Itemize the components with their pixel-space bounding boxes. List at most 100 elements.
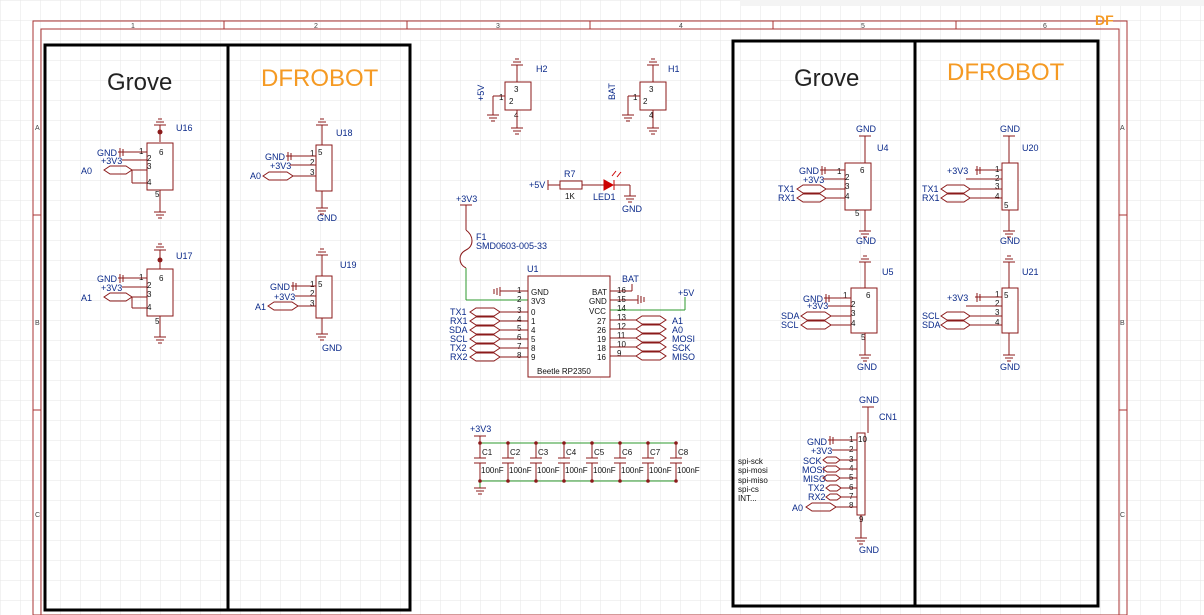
svg-text:3: 3 xyxy=(310,299,315,308)
svg-text:MOSI: MOSI xyxy=(802,465,825,475)
svg-text:5: 5 xyxy=(531,335,536,344)
right-dfrobot-box xyxy=(913,39,1100,608)
ruler-row-a-left: A xyxy=(35,125,40,132)
svg-text:18: 18 xyxy=(597,344,606,353)
capacitor-c5[interactable]: C5 100nF xyxy=(586,441,616,483)
u18-component[interactable]: U18 1 2 3 5 GND GND +3V3 A0 xyxy=(250,118,353,223)
u1-name: Beetle RP2350 xyxy=(537,367,591,376)
svg-text:1: 1 xyxy=(310,280,315,289)
f1-value: SMD0603-005-33 xyxy=(476,241,547,251)
svg-text:6: 6 xyxy=(866,291,871,300)
u5-component[interactable]: U5 1 2 3 4 5 6 GND GND +3V3 SDA SCL xyxy=(781,255,894,372)
cn1-ref: CN1 xyxy=(879,412,897,422)
r7-value: 1K xyxy=(565,192,575,201)
ruler-col-5: 5 xyxy=(861,23,865,30)
u4-rx1-label: RX1 xyxy=(778,193,796,203)
u20-gnd-bottom: GND xyxy=(1000,236,1021,246)
u5-gnd-label: GND xyxy=(803,294,824,304)
capacitor-value: 100nF xyxy=(649,466,672,475)
h2-component[interactable]: H2 1 2 3 4 +5V xyxy=(476,58,548,135)
svg-text:spi-mosi: spi-mosi xyxy=(738,466,768,475)
u21-component[interactable]: U21 1 2 3 4 5 GND +3V3 SCL SDA xyxy=(922,255,1039,372)
svg-text:5: 5 xyxy=(861,333,866,342)
svg-text:9: 9 xyxy=(617,349,622,358)
capacitor-elements: C1100nFC2100nFC3100nFC4100nFC5100nFC6100… xyxy=(474,441,700,483)
svg-text:MOSI: MOSI xyxy=(672,334,695,344)
capacitor-ref: C6 xyxy=(622,448,633,457)
svg-text:3: 3 xyxy=(851,309,856,318)
ruler-row-b-right: B xyxy=(1120,320,1125,327)
ruler-col-4: 4 xyxy=(679,23,683,30)
cn1-gnd-bottom: GND xyxy=(859,545,880,555)
svg-text:4: 4 xyxy=(531,326,536,335)
capacitor-ref: C2 xyxy=(510,448,521,457)
cn1-gnd-top: GND xyxy=(859,395,880,405)
svg-text:4: 4 xyxy=(147,303,152,312)
svg-text:27: 27 xyxy=(597,317,606,326)
u16-component[interactable]: U16 1 2 3 4 5 6 GND +3V3 A0 xyxy=(81,118,193,219)
svg-text:1: 1 xyxy=(843,291,848,300)
svg-text:19: 19 xyxy=(597,335,606,344)
sheet-frame: 1 2 3 4 5 6 A B C A B C xyxy=(32,20,1128,615)
u21-ref: U21 xyxy=(1022,267,1039,277)
svg-text:2: 2 xyxy=(845,173,850,182)
svg-text:A1: A1 xyxy=(672,316,683,326)
u16-3v3-label: +3V3 xyxy=(101,156,122,166)
capacitor-bank[interactable]: +3V3 xyxy=(470,424,676,495)
u21-3v3-label: +3V3 xyxy=(947,293,968,303)
svg-text:3: 3 xyxy=(514,85,519,94)
u18-a0-label: A0 xyxy=(250,171,261,181)
u20-component[interactable]: GND U20 1 2 3 4 5 GND +3V3 TX1 RX1 xyxy=(922,124,1039,246)
u21-sda-label: SDA xyxy=(922,320,941,330)
u1-beetle-rp2350[interactable]: U1 Beetle RP2350 GND 3V3 0 1 4 5 8 9 1 2… xyxy=(493,264,694,378)
u18-3v3-label: +3V3 xyxy=(270,161,291,171)
h1-component[interactable]: H1 1 2 3 4 BAT xyxy=(607,58,680,135)
u4-gnd-bottom: GND xyxy=(856,236,877,246)
capacitor-ref: C5 xyxy=(594,448,605,457)
svg-text:spi-cs: spi-cs xyxy=(738,485,759,494)
svg-text:26: 26 xyxy=(597,326,606,335)
fuse-f1[interactable]: +3V3 F1 SMD0603-005-33 xyxy=(456,194,547,301)
ruler-row-c-left: C xyxy=(35,512,40,519)
u5-3v3-label: +3V3 xyxy=(807,301,828,311)
svg-text:MISO: MISO xyxy=(672,352,695,362)
u19-component[interactable]: U19 1 2 3 5 GND GND +3V3 A1 xyxy=(255,248,357,353)
svg-text:10: 10 xyxy=(858,435,867,444)
svg-text:3: 3 xyxy=(147,290,152,299)
svg-text:7: 7 xyxy=(517,342,522,351)
svg-text:10: 10 xyxy=(617,340,626,349)
ruler-row-a-right: A xyxy=(1120,125,1125,132)
capacitor-ref: C4 xyxy=(566,448,577,457)
u20-ref: U20 xyxy=(1022,143,1039,153)
u17-3v3-label: +3V3 xyxy=(101,283,122,293)
svg-text:SDA: SDA xyxy=(449,325,468,335)
capacitor-ref: C3 xyxy=(538,448,549,457)
svg-text:5: 5 xyxy=(318,148,323,157)
svg-text:1: 1 xyxy=(310,149,315,158)
svg-text:16: 16 xyxy=(597,353,606,362)
svg-text:1: 1 xyxy=(499,93,504,102)
cn1-connector[interactable]: GND CN1 1 2 3 4 5 6 7 8 9 10 GND GND +3V… xyxy=(738,395,897,555)
u17-component[interactable]: U17 1 2 3 4 5 6 GND +3V3 A1 xyxy=(81,243,193,344)
u20-rx1-label: RX1 xyxy=(922,193,940,203)
capacitor-value: 100nF xyxy=(593,466,616,475)
svg-text:5: 5 xyxy=(1004,201,1009,210)
u18-gnd-label: GND xyxy=(265,152,286,162)
ruler-col-3: 3 xyxy=(496,23,500,30)
svg-text:TX2: TX2 xyxy=(808,483,825,493)
r7-led-circuit[interactable]: +5V R7 1K LED1 GND xyxy=(529,169,643,214)
u5-sda-label: SDA xyxy=(781,311,800,321)
u4-component[interactable]: GND U4 1 2 3 4 5 6 GND GND +3V3 TX1 RX1 xyxy=(778,124,889,246)
svg-text:GND: GND xyxy=(531,288,549,297)
ruler-row-c-right: C xyxy=(1120,512,1125,519)
capacitor-ref: C1 xyxy=(482,448,493,457)
svg-text:RX2: RX2 xyxy=(808,492,826,502)
